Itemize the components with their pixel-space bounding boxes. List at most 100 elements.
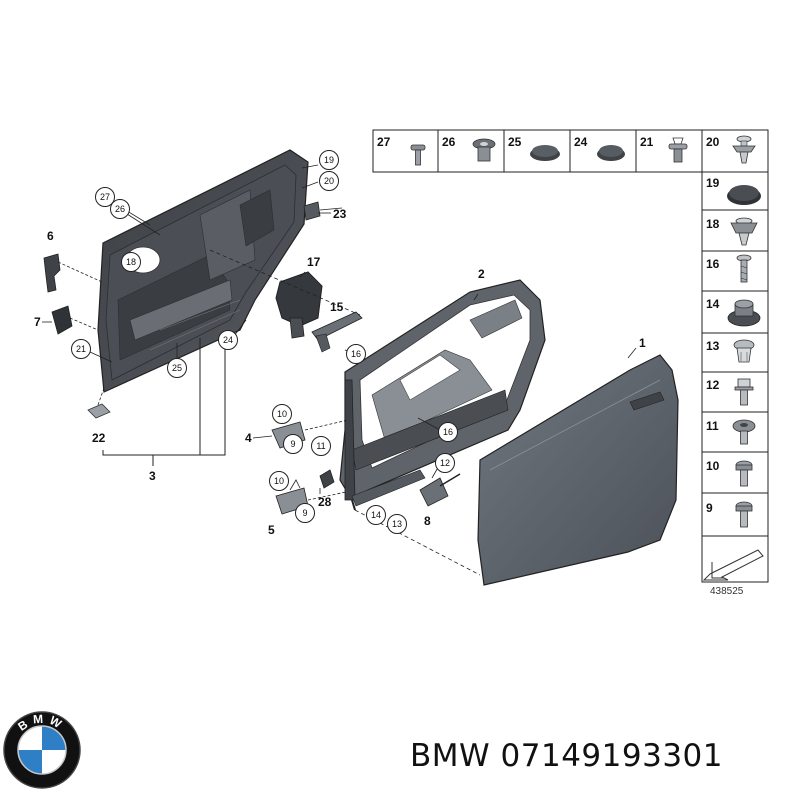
part-label-17: 17 (307, 255, 321, 269)
callout-label: 27 (100, 192, 110, 202)
part-label-23: 23 (333, 207, 347, 221)
push-clip-icon (730, 217, 758, 246)
callout-20: 20 (319, 171, 339, 191)
callout-label: 18 (126, 257, 136, 267)
bracket-part-15 (311, 311, 363, 353)
part-label-6: 6 (47, 229, 54, 243)
callout-label: 13 (392, 519, 402, 529)
callout-label: 14 (371, 510, 381, 520)
part-label-8: 8 (424, 514, 431, 528)
table-cell-25: 25 (508, 135, 560, 161)
door-check-part-8 (419, 473, 461, 507)
table-label: 13 (706, 339, 720, 353)
callout-label: 9 (302, 508, 307, 518)
part-label-5: 5 (268, 523, 275, 537)
callout-24: 24 (218, 330, 238, 350)
callout-label: 16 (351, 349, 361, 359)
callout-16-upper: 16 (346, 344, 366, 364)
callout-label: 16 (443, 427, 453, 437)
table-label: 11 (706, 419, 719, 433)
bracket-part-7 (51, 305, 99, 335)
callout-13: 13 (387, 514, 407, 534)
callout-label: 24 (223, 335, 233, 345)
bracket-part-6 (43, 253, 103, 293)
housing-part-17 (275, 271, 323, 339)
door-trim-panel (97, 149, 309, 393)
expanding-rivet-icon (668, 137, 688, 163)
grommet-icon (727, 299, 761, 327)
callout-label: 20 (324, 176, 334, 186)
callout-label: 26 (115, 204, 125, 214)
callout-27: 27 (95, 187, 115, 207)
plug-icon (597, 145, 625, 161)
part-label-1: 1 (639, 336, 646, 350)
parts-table-side-column: 19 18 16 14 13 (701, 172, 769, 583)
table-label: 24 (574, 135, 588, 149)
bolt-icon (735, 501, 753, 528)
door-frame-part-2 (339, 279, 546, 507)
callout-25: 25 (167, 358, 187, 378)
table-label: 9 (706, 501, 713, 515)
callout-label: 11 (316, 441, 325, 451)
callout-label: 12 (440, 458, 450, 468)
table-label: 12 (706, 378, 720, 392)
part-label-7: 7 (34, 315, 41, 329)
callout-12: 12 (435, 453, 455, 473)
screw-icon (410, 144, 426, 166)
callout-label: 9 (290, 439, 295, 449)
callout-26: 26 (110, 199, 130, 219)
callout-label: 25 (172, 363, 182, 373)
bolt-icon (734, 378, 754, 406)
table-cell-27: 27 (377, 135, 426, 166)
direction-arrow-icon (702, 549, 764, 581)
part-number: 07149193301 (500, 738, 723, 774)
table-label: 16 (706, 257, 720, 271)
part-label-4: 4 (245, 431, 252, 445)
table-cell-26: 26 (442, 135, 496, 162)
part-label-3: 3 (149, 469, 156, 483)
callout-14: 14 (366, 505, 386, 525)
parts-table-top-row: 27 26 25 24 (372, 129, 769, 173)
callout-9-lower: 9 (295, 503, 315, 523)
screw-icon (736, 254, 752, 283)
callout-9-upper: 9 (283, 434, 303, 454)
table-label: 14 (706, 297, 720, 311)
clip-part-22 (87, 387, 111, 419)
clip-part-28 (319, 469, 335, 489)
table-cell-20: 20 (706, 135, 756, 164)
callout-label: 21 (76, 344, 86, 354)
table-label: 26 (442, 135, 456, 149)
callout-18: 18 (121, 252, 141, 272)
bolt-icon (732, 419, 756, 445)
bmw-logo: BMW (3, 711, 81, 789)
table-label: 21 (640, 135, 654, 149)
part-label-22: 22 (92, 431, 106, 445)
table-label: 18 (706, 217, 720, 231)
diagram-reference-id: 438525 (710, 586, 744, 597)
callout-11: 11 (311, 436, 331, 456)
table-cell-24: 24 (574, 135, 625, 161)
part-label-15: 15 (330, 300, 344, 314)
callout-21: 21 (71, 339, 91, 359)
plug-icon (530, 145, 560, 161)
push-clip-icon (732, 135, 756, 164)
part-label-2: 2 (478, 267, 485, 281)
plug-icon (727, 185, 761, 205)
callout-label: 10 (274, 476, 284, 486)
callout-label: 10 (277, 409, 287, 419)
callout-label: 19 (324, 155, 334, 165)
bolt-icon (735, 460, 753, 487)
push-clip-icon (733, 339, 755, 363)
table-cell-21: 21 (640, 135, 688, 163)
door-skin-part-1 (477, 354, 679, 586)
callout-10-lower: 10 (269, 471, 289, 491)
callout-16-lower: 16 (438, 422, 458, 442)
callout-19: 19 (319, 150, 339, 170)
expanding-rivet-icon (472, 138, 496, 162)
brand-name: BMW (410, 738, 491, 774)
table-label: 27 (377, 135, 391, 149)
clip-part-23 (303, 201, 321, 221)
table-label: 10 (706, 459, 720, 473)
table-label: 20 (706, 135, 720, 149)
